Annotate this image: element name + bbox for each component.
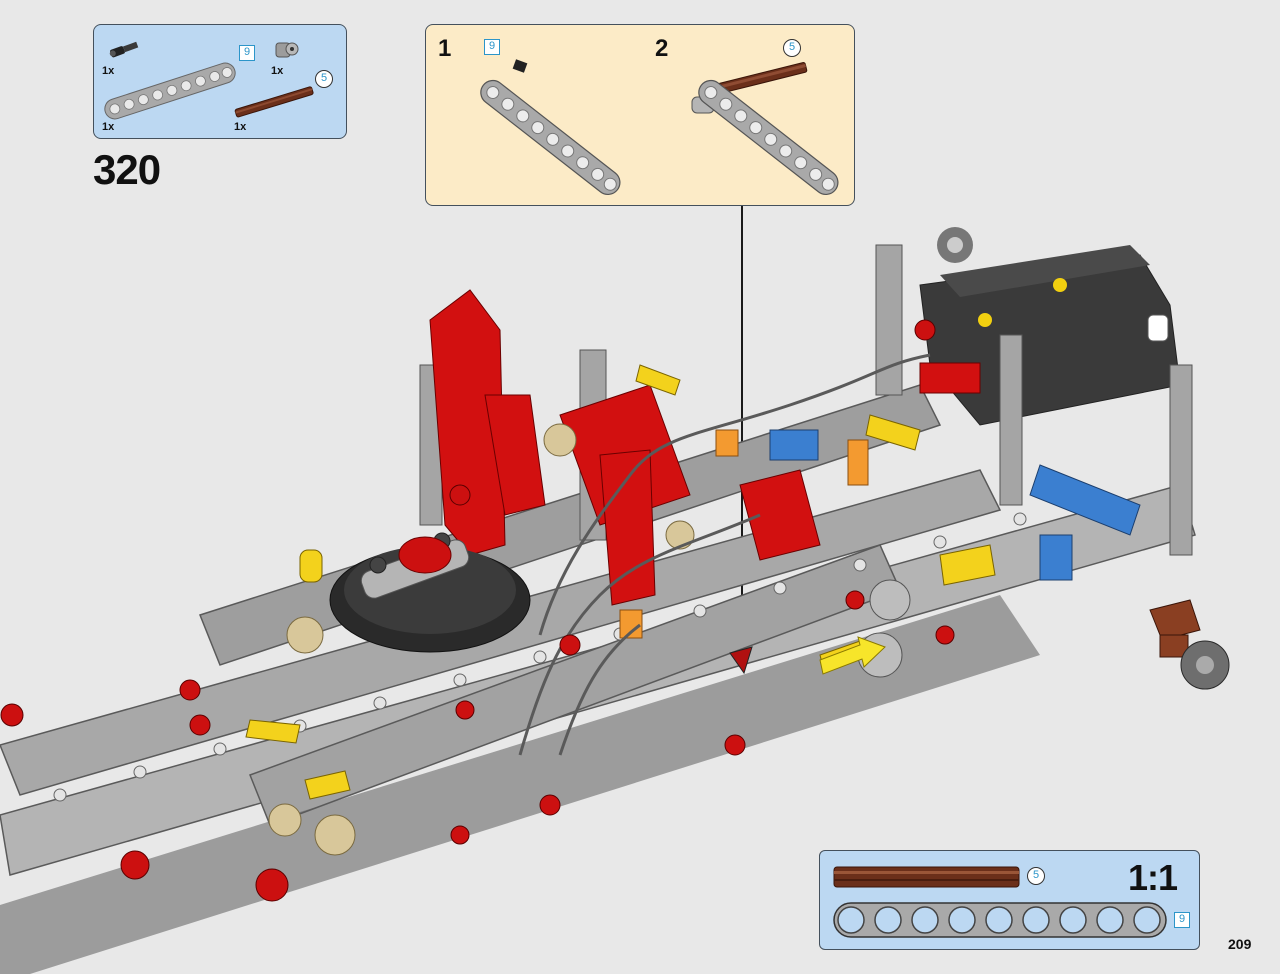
gray-bush-icon <box>275 42 299 58</box>
part-qty: 1x <box>271 65 284 77</box>
substep-number: 1 <box>438 35 452 62</box>
gray-beam-9-icon <box>104 62 236 120</box>
beam-9-reference-icon <box>833 902 1167 938</box>
part-qty: 1x <box>102 121 115 133</box>
part-qty: 1x <box>102 65 115 77</box>
subassembly-callout: 1 9 2 5 <box>425 24 855 206</box>
beam-length-badge: 9 <box>1174 912 1190 928</box>
beam-length-badge: 9 <box>484 39 500 55</box>
chassis-assembly-illustration <box>0 227 1230 974</box>
scale-reference-box: 5 1:1 9 <box>819 850 1200 950</box>
callout-pointer-line <box>741 206 743 658</box>
page-number: 209 <box>1228 936 1252 952</box>
part-qty: 1x <box>234 121 247 133</box>
brown-axle-5-icon <box>234 86 314 118</box>
axle-length-badge: 5 <box>783 39 801 57</box>
step-number: 320 <box>93 146 161 193</box>
scale-label: 1:1 <box>1128 857 1178 898</box>
parts-list-box: 1x 9 1x 1x 5 1x <box>93 24 347 139</box>
axle-5-reference-icon <box>833 866 1020 888</box>
axle-length-badge: 5 <box>1027 867 1045 885</box>
beam-length-badge: 9 <box>239 45 255 61</box>
axle-length-badge: 5 <box>315 70 333 88</box>
black-axle-pin-icon <box>109 41 139 58</box>
beam-with-axle-icon <box>691 62 839 196</box>
beam-with-pin-icon <box>480 59 621 196</box>
substep-number: 2 <box>655 35 669 62</box>
